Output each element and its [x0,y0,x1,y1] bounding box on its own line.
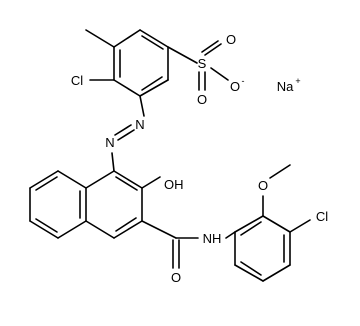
hydroxyl-bond [141,176,161,189]
ring-bond [262,264,291,282]
ring-bond [29,170,59,189]
ring-bond [85,170,115,189]
ring-double-bond [141,35,164,50]
oxygen-upper-label: O [226,32,236,47]
c-n-bond [139,95,145,117]
chlorine-bottom-label: Cl [316,209,328,224]
sodium-label: Na [277,79,294,94]
amide-nh-label: NH [203,231,222,246]
ring-double-bond [240,261,262,276]
oxygen-minus-label: O [230,79,240,94]
naphthalene-left-ring [29,170,87,239]
ring-double-bond [35,176,58,191]
methyl-bond [85,29,115,48]
sulfur-label: S [198,56,207,71]
ring-double-bond [240,221,262,236]
ring-bond [113,220,143,239]
ring-double-bond [35,218,58,233]
top-benzene-ring [113,29,169,97]
ring-bond [113,170,143,189]
chlorine-top-label: Cl [71,73,83,88]
nitrogen-lower-label: N [105,135,114,150]
ring-double-bond [115,176,138,191]
negative-charge: - [242,76,245,86]
chloro-bottom-bond [289,219,311,233]
n-c-bond [111,152,115,172]
ring-bond [29,220,59,239]
ring-bond [57,170,87,189]
ring-double-bond [141,76,163,91]
ring-bond [234,215,264,233]
c-s-bond [167,46,198,64]
s-o-double-bond [201,40,219,53]
ring-bond [234,264,264,282]
oxygen-carbonyl-label: O [171,270,181,285]
azo-double-bond [114,124,132,136]
ring-bond [113,79,141,97]
ring-bond [85,220,115,239]
methoxy-methyl-bond [269,164,291,179]
bottom-benzene-ring [234,215,291,282]
oxygen-lower-label: O [197,92,207,107]
ring-bond [262,215,291,233]
positive-charge: + [295,76,300,86]
ring-bond [113,29,141,48]
nitrogen-upper-label: N [135,117,144,132]
ring-double-bond [115,217,137,232]
c-carbonyl-bond [141,220,177,239]
n-aryl-bond [225,231,236,239]
s-o-minus-bond [210,67,229,81]
s-o-double-bond [204,43,222,56]
oxygen-methoxy-label: O [258,178,268,193]
ring-bond [57,220,87,239]
azo-double-bond [117,129,135,141]
naphthalene-right-ring [85,170,143,239]
ring-bond [139,79,169,97]
hydroxyl-label: OH [164,177,184,192]
ring-bond [139,29,169,48]
